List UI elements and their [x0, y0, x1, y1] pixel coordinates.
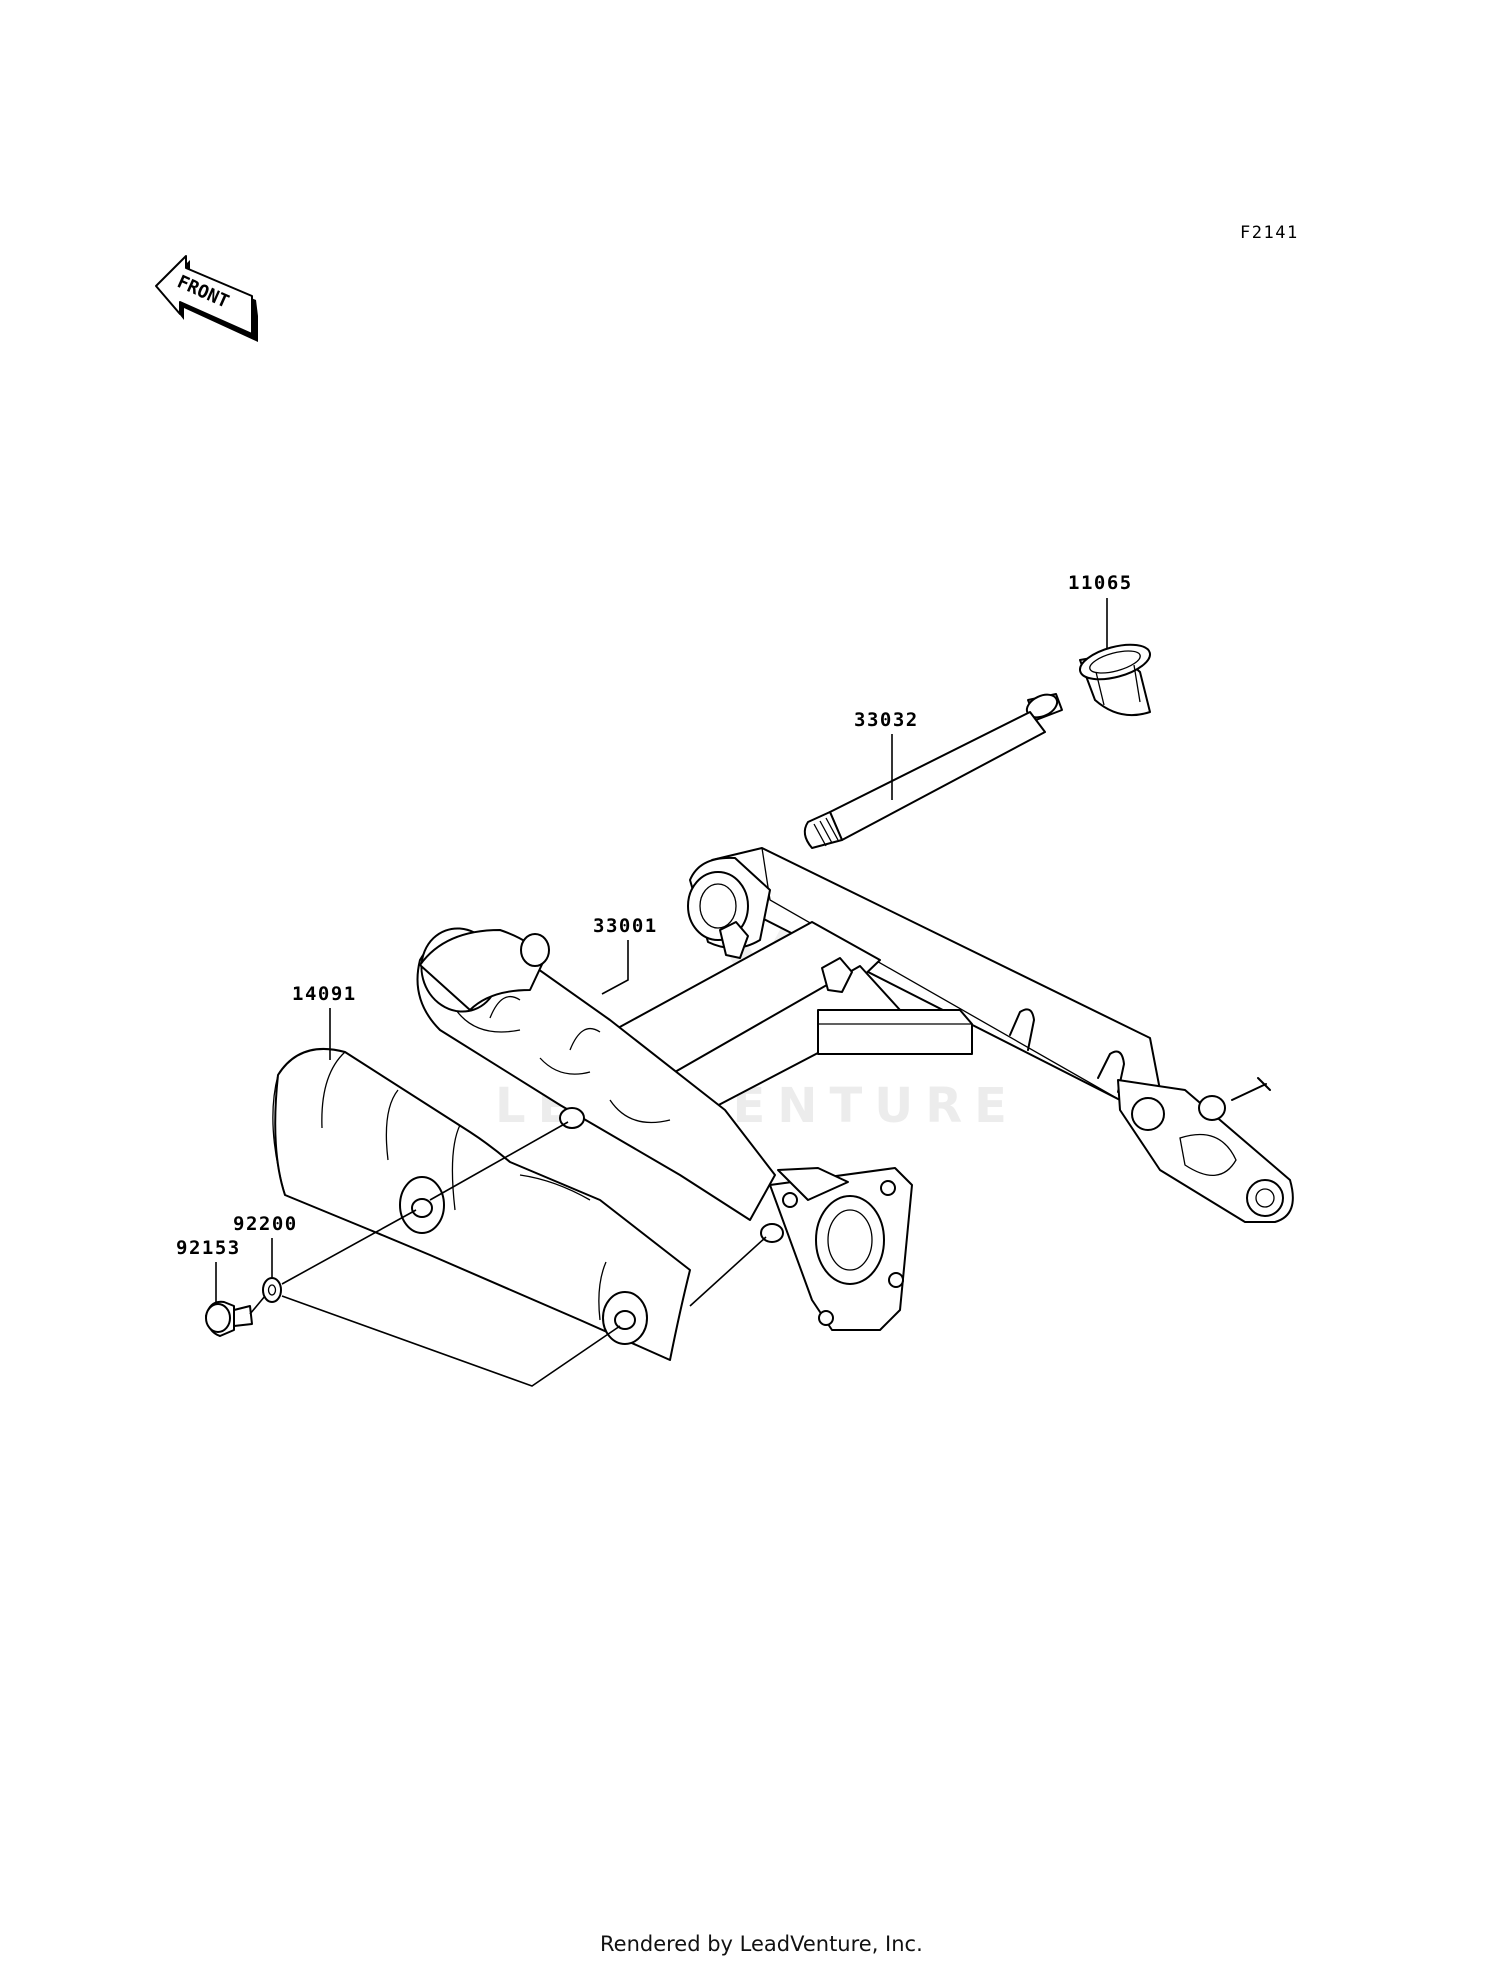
part-label-92153[interactable]: 92153 [176, 1237, 241, 1259]
part-label-14091[interactable]: 14091 [292, 983, 357, 1005]
leader-lines [215, 598, 1108, 1387]
part-11065-bushing [1079, 643, 1151, 716]
part-label-11065[interactable]: 11065 [1068, 572, 1133, 594]
part-92153-bolt [205, 1300, 253, 1337]
front-arrow-icon: FRONT [155, 255, 258, 342]
part-14091-guard-cover [272, 1048, 691, 1361]
part-92200-washer [262, 1277, 282, 1303]
part-33001-swingarm [416, 847, 1294, 1331]
part-labels: 11065 33032 33001 14091 92200 92153 [176, 572, 1133, 1259]
footer-credit: Rendered by LeadVenture, Inc. [600, 1932, 923, 1956]
part-label-33032[interactable]: 33032 [854, 709, 919, 731]
part-label-92200[interactable]: 92200 [233, 1213, 298, 1235]
part-label-33001[interactable]: 33001 [593, 915, 658, 937]
diagram-code: F2141 [1240, 223, 1299, 243]
part-33032-pivot-shaft [803, 693, 1063, 849]
